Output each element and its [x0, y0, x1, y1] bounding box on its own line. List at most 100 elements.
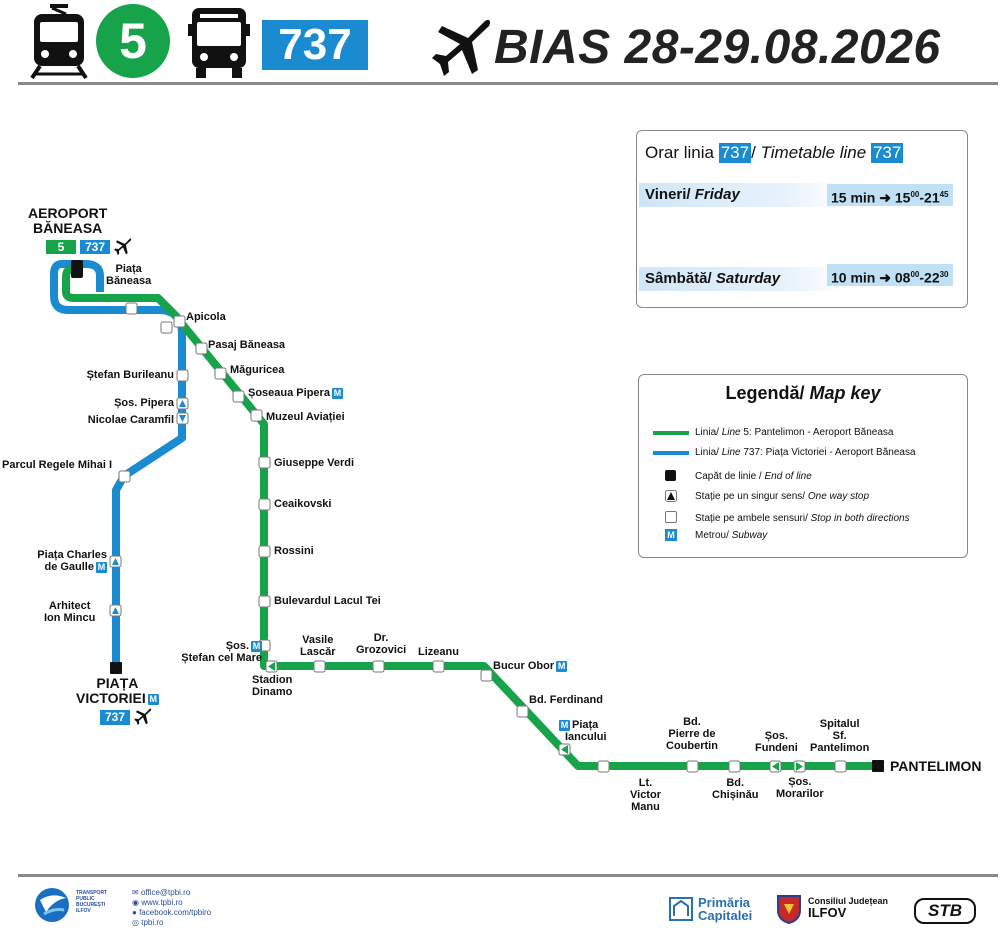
legend-line737-swatch [653, 451, 689, 455]
airport-line5-tag: 5 [46, 240, 76, 254]
subway-icon: M [96, 561, 107, 573]
terminal-pantelimon-label: PANTELIMON [890, 758, 982, 774]
header-divider [18, 82, 998, 85]
stop-label-ferdinand: Bd. Ferdinand [529, 694, 603, 706]
stop-grozovici [372, 660, 385, 673]
stop-label-maguricea: Măguricea [230, 364, 285, 376]
stop-label-lascar: Vasile Lascăr [300, 634, 336, 658]
stop-bucur-obor [480, 669, 493, 682]
stop-rossini [258, 545, 271, 558]
globe-icon: ◉ [132, 898, 139, 907]
stop-label-parcul: Parcul Regele Mihai I [2, 459, 113, 471]
airplane-icon [134, 708, 152, 725]
one-way-stops [109, 397, 806, 773]
terminal-pantelimon [872, 760, 884, 772]
stop-stefan-burileanu [176, 369, 189, 382]
stop-lizeanu [432, 660, 445, 673]
legend-terminal: Capăt de linie / End of line [695, 471, 812, 482]
legend-metro: Metrou/ Subway [695, 530, 768, 541]
legend-line5: Linia/ Line 5: Pantelimon - Aeroport Băn… [695, 427, 894, 438]
stop-label-fundeni: Șos. Fundeni [755, 730, 798, 754]
footer-email[interactable]: ✉ office@tpbi.ro [132, 888, 191, 897]
stop-label-stefan-burileanu: Ștefan Burileanu [86, 369, 174, 381]
stop-label-stadion: Stadion Dinamo [252, 674, 293, 698]
terminal-victoriei [110, 662, 122, 674]
timetable-title: Orar linia 737/ Timetable line 737 [645, 143, 904, 163]
stop-label-verdi: Giuseppe Verdi [274, 457, 355, 469]
stop-soseaua-pipera [232, 390, 245, 403]
stop-chisinau [728, 760, 741, 773]
legend-line737: Linia/ Line 737: Piața Victoriei - Aerop… [695, 447, 916, 458]
airplane-icon [114, 238, 132, 255]
stop-muzeul [250, 409, 263, 422]
stop-label-sos-pipera-737: Șos. Pipera [114, 397, 174, 409]
subway-icon: M [559, 719, 570, 731]
stop-label-coubertin: Bd. Pierre de Coubertin [666, 716, 718, 752]
event-title: BIAS 28-29.08.2026 [494, 21, 941, 74]
bus-icon [188, 8, 250, 78]
stop-label-ceaikovski: Ceaikovski [274, 498, 332, 510]
stop-label-lizeanu: Lizeanu [418, 646, 459, 658]
stop-label-nicolae-caramfil: Nicolae Caramfil [87, 414, 174, 426]
instagram-icon: ◎ [132, 918, 139, 927]
stop-label-victor-manu: Lt. Victor Manu [630, 777, 661, 813]
airport-line737-tag: 737 [80, 240, 110, 254]
legend-line5-swatch [653, 431, 689, 435]
stop-lacul-tei [258, 595, 271, 608]
stop-ferdinand [516, 705, 529, 718]
legend-both: Stație pe ambele sensuri/ Stop in both d… [695, 513, 910, 524]
stb-logo: STB [914, 898, 976, 924]
subway-icon: M [556, 660, 568, 672]
line-737-badge: 737 [262, 20, 368, 70]
stop-label-rossini: Rossini [274, 545, 314, 557]
footer-web[interactable]: ◉ www.tpbi.ro [132, 898, 183, 907]
stop-apicola-5 [173, 315, 186, 328]
primaria-logo-icon [669, 897, 693, 921]
timetable-saturday-label: Sâmbătă/ Saturday [639, 267, 845, 291]
stop-label-morarilor: Șos. Morarilor [776, 776, 824, 800]
stop-label-chisinau: Bd. Chișinău [712, 777, 759, 801]
facebook-icon: ● [132, 908, 137, 917]
stop-ceaikovski [258, 498, 271, 511]
stop-pasaj-baneasa [195, 342, 208, 355]
ilfov-crest-icon [777, 895, 801, 924]
line-5-route [62, 266, 878, 770]
stop-label-sos-stefan: Șos.M Ștefan cel Mare [181, 640, 262, 664]
victoriei-line737-tag: 737 [100, 710, 130, 725]
email-icon: ✉ [132, 888, 139, 897]
stop-label-piata-baneasa: Piața Băneasa [106, 263, 152, 287]
terminal-airport-label: AEROPORT BĂNEASA [28, 205, 108, 236]
tram-icon [30, 4, 88, 80]
footer-facebook[interactable]: ● facebook.com/tpbiro [132, 908, 212, 917]
stop-label-spitalul: Spitalul Sf. Pantelimon [810, 718, 870, 754]
stop-piata-baneasa [125, 302, 138, 315]
timetable-friday-freq: 15 min ➜ 1500-2145 [827, 184, 953, 206]
stop-lascar [313, 660, 326, 673]
stop-label-arhitect: Arhitect Ion Mincu [44, 600, 96, 624]
one-way-stop-icon [665, 490, 677, 502]
timetable-friday-label: Vineri/ Friday [639, 183, 845, 207]
subway-icon: M [331, 387, 343, 399]
stop-parcul [118, 470, 131, 483]
footer-instagram[interactable]: ◎ tpbi.ro [132, 918, 164, 927]
subway-icon: M [147, 693, 159, 705]
terminal-airport [71, 260, 83, 278]
legend-oneway: Stație pe un singur sens/ One way stop [695, 491, 870, 502]
terminal-icon [665, 470, 676, 481]
line-5-badge: 5 [96, 4, 170, 78]
footer-contacts: ✉ office@tpbi.ro ◉ www.tpbi.ro ● faceboo… [132, 888, 211, 928]
stop-coubertin [686, 760, 699, 773]
airplane-icon [432, 19, 491, 76]
subway-icon: M [665, 529, 677, 541]
stop-label-apicola: Apicola [186, 311, 226, 323]
legend-box: Legendă/ Map key Linia/ Line 5: Pantelim… [638, 374, 968, 558]
